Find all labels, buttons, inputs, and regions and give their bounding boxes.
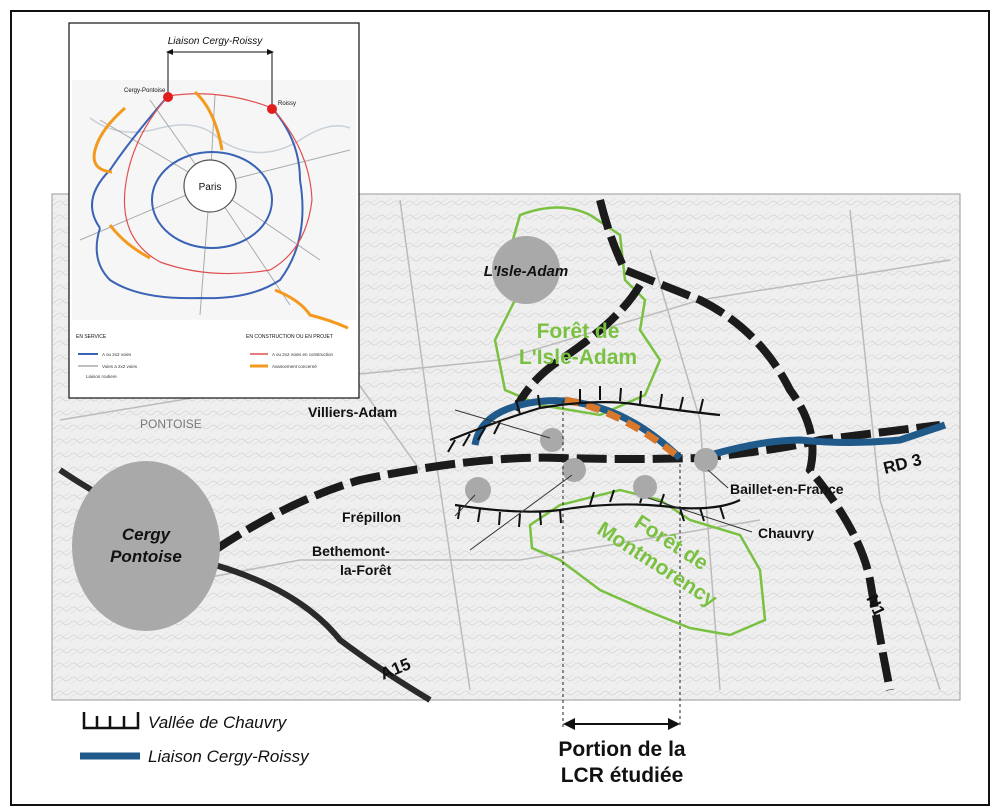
inset-arrow-left xyxy=(166,49,173,55)
inset-ring-francilienne xyxy=(91,95,304,300)
vallee-ticks xyxy=(447,386,725,528)
portion-label-1: Portion de la xyxy=(558,738,686,761)
legend-vallee-label: Vallée de Chauvry xyxy=(148,713,288,732)
inset-paris-circle xyxy=(183,159,237,213)
a15-road xyxy=(214,562,432,703)
inset-legend-item-1: A ou 2x2 voies xyxy=(102,352,132,357)
village-baillet xyxy=(694,448,718,472)
forest-label-isle-2: L'Isle-Adam xyxy=(519,346,637,369)
legend: Vallée de Chauvry Liaison Cergy-Roissy xyxy=(80,712,310,766)
vallee-lines xyxy=(449,401,741,513)
label-cergy: Cergy xyxy=(122,525,172,544)
village-bethemont xyxy=(562,458,586,482)
inset-arrow-right xyxy=(267,49,274,55)
study-arrow-right-head xyxy=(668,718,680,730)
liaison-west xyxy=(471,397,683,461)
study-arrow-left-head xyxy=(563,718,575,730)
inset-cergy-dot xyxy=(163,92,173,102)
forest-montmorency-outline xyxy=(528,488,767,637)
legend-vallee-symbol xyxy=(82,712,140,730)
label-isle-adam: L'Isle-Adam xyxy=(484,263,568,280)
forest-label-isle-1: Forêt de xyxy=(537,320,620,343)
inset-legend-item-5: Avancement concerné xyxy=(272,364,317,369)
liaison-east xyxy=(698,421,947,462)
label-villiers: Villiers-Adam xyxy=(308,404,397,420)
label-baillet: Baillet-en-France xyxy=(730,481,844,497)
inset-roissy-label: Roissy xyxy=(278,101,296,107)
portion-label-2: LCR étudiée xyxy=(561,764,684,787)
inset-legend-left-head: EN SERVICE xyxy=(76,334,107,340)
dashed-roads xyxy=(212,199,941,691)
study-extent-lines xyxy=(562,400,681,728)
inset-title: Liaison Cergy-Roissy xyxy=(168,36,263,47)
town-isle-adam xyxy=(492,236,560,304)
inset-orange-sections xyxy=(92,90,349,330)
inset-legend-right-head: EN CONSTRUCTION OU EN PROJET xyxy=(246,334,333,340)
inset-cergy-label: Cergy-Pontoise xyxy=(124,88,166,94)
inset-paris-label: Paris xyxy=(199,182,222,193)
inset-map: Liaison Cergy-Roissy Paris Cergy-P xyxy=(68,22,360,399)
label-bethemont-2: la-Forêt xyxy=(340,562,392,578)
callout-lines xyxy=(454,409,753,551)
village-chauvry xyxy=(633,475,657,499)
label-pontoise: Pontoise xyxy=(110,547,182,566)
legend-liaison-label: Liaison Cergy-Roissy xyxy=(148,747,310,766)
inset-ring-a86 xyxy=(151,151,273,249)
inset-legend-item-2: Voies a 2x2 voies xyxy=(102,364,138,369)
town-cergy-pontoise xyxy=(72,461,220,631)
village-villiers xyxy=(540,428,564,452)
village-frepillon xyxy=(465,477,491,503)
inset-legend-item-4: A ou 2x2 voies en construction xyxy=(272,352,334,357)
map-text-pontoise: PONTOISE xyxy=(140,417,202,431)
label-chauvry: Chauvry xyxy=(758,525,814,541)
label-frepillon: Frépillon xyxy=(342,509,401,525)
forest-isle-adam-outline xyxy=(493,206,662,417)
inset-legend-item-3: Liaison routiere xyxy=(86,374,117,379)
label-bethemont-1: Bethemont- xyxy=(312,543,390,559)
inset-roissy-dot xyxy=(267,104,277,114)
